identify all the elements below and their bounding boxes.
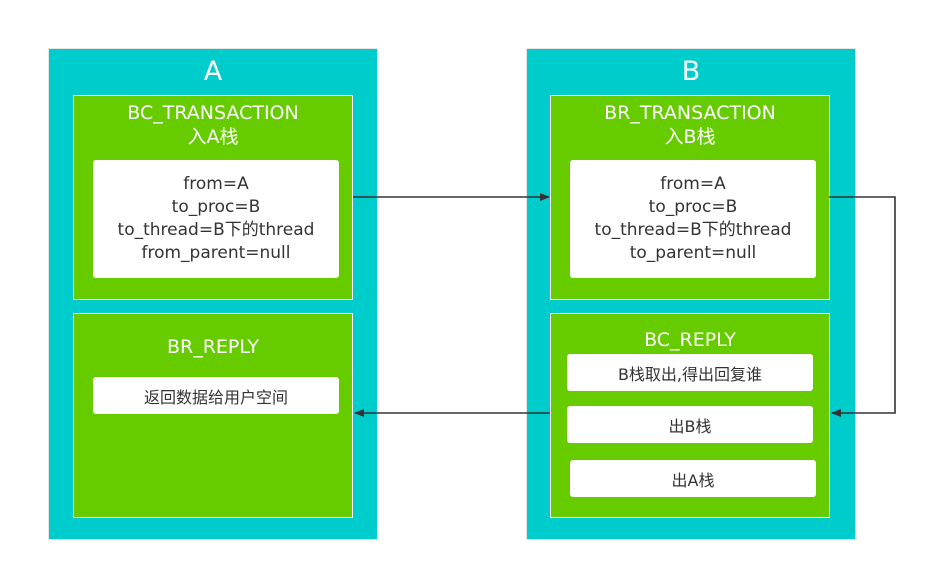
reply-item-label: 出A栈 xyxy=(671,470,715,490)
arrow-b-loop-to-reply xyxy=(829,196,896,417)
process-a-transaction-card: from=A to_proc=B to_thread=B下的thread fro… xyxy=(93,160,339,278)
process-b-reply-item-2: 出B栈 xyxy=(567,406,813,443)
process-a-transaction-subtitle: 入A栈 xyxy=(187,126,239,148)
process-b-transaction-title: BR_TRANSACTION xyxy=(604,102,776,124)
field-to-thread: to_thread=B下的thread xyxy=(594,220,792,240)
field-from: from=A xyxy=(183,174,249,194)
reply-item-label: 出B栈 xyxy=(668,416,712,436)
reply-item-label: 返回数据给用户空间 xyxy=(143,387,288,407)
process-a-reply-item: 返回数据给用户空间 xyxy=(93,377,339,414)
process-b-title: B xyxy=(681,56,701,87)
field-to-proc: to_proc=B xyxy=(648,197,738,217)
process-a-reply-block: BR_REPLY xyxy=(73,313,353,518)
process-b-transaction-card: from=A to_proc=B to_thread=B下的thread to_… xyxy=(570,160,816,278)
field-from: from=A xyxy=(660,174,726,194)
process-b-transaction-subtitle: 入B栈 xyxy=(664,126,716,148)
process-a-transaction-title: BC_TRANSACTION xyxy=(127,102,299,124)
process-a-title: A xyxy=(203,56,223,87)
reply-item-label: B栈取出,得出回复谁 xyxy=(617,364,763,384)
process-a-reply-title: BR_REPLY xyxy=(166,336,260,358)
process-b-reply-item-3: 出A栈 xyxy=(570,460,816,497)
process-b-reply-item-1: B栈取出,得出回复谁 xyxy=(567,354,813,391)
field-to-thread: to_thread=B下的thread xyxy=(117,220,315,240)
field-to-proc: to_proc=B xyxy=(171,197,261,217)
field-from-parent: from_parent=null xyxy=(141,243,291,263)
process-b-reply-title: BC_REPLY xyxy=(644,329,736,351)
field-to-parent: to_parent=null xyxy=(629,243,757,263)
